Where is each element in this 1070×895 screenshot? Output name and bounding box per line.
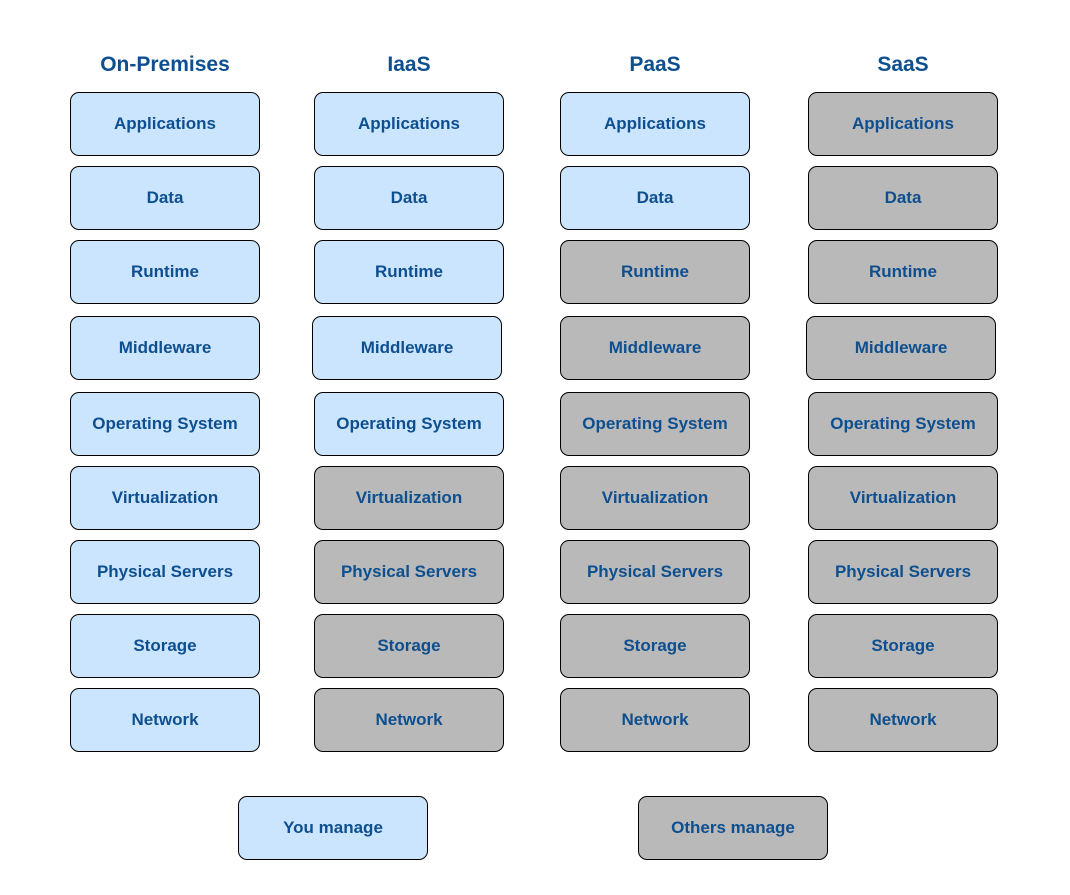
layer-box: Runtime — [70, 240, 260, 304]
layer-box: Data — [70, 166, 260, 230]
layer-box: Runtime — [560, 240, 750, 304]
column-title-on-premises: On-Premises — [100, 53, 230, 76]
layer-box: Network — [314, 688, 504, 752]
layer-box: Applications — [808, 92, 998, 156]
layer-box: Data — [314, 166, 504, 230]
layer-box: Applications — [560, 92, 750, 156]
layer-box: Middleware — [806, 316, 996, 380]
layer-box: Operating System — [808, 392, 998, 456]
column-title-saas: SaaS — [877, 53, 929, 76]
layer-box: Middleware — [560, 316, 750, 380]
layer-box: Virtualization — [560, 466, 750, 530]
layer-box: Physical Servers — [314, 540, 504, 604]
layer-box: Data — [808, 166, 998, 230]
layer-box: Storage — [70, 614, 260, 678]
layer-box: Storage — [314, 614, 504, 678]
layer-box: Operating System — [70, 392, 260, 456]
layer-box: Network — [560, 688, 750, 752]
layer-box: Operating System — [560, 392, 750, 456]
layer-box: Applications — [314, 92, 504, 156]
layer-box: Virtualization — [70, 466, 260, 530]
layer-box: Applications — [70, 92, 260, 156]
layer-box: Storage — [808, 614, 998, 678]
layer-box: Data — [560, 166, 750, 230]
layer-box: Physical Servers — [560, 540, 750, 604]
layer-box: Middleware — [312, 316, 502, 380]
legend-others-manage: Others manage — [638, 796, 828, 860]
legend-you-manage: You manage — [238, 796, 428, 860]
layer-box: Storage — [560, 614, 750, 678]
layer-box: Network — [808, 688, 998, 752]
layer-box: Physical Servers — [808, 540, 998, 604]
layer-box: Virtualization — [808, 466, 998, 530]
column-title-paas: PaaS — [629, 53, 681, 76]
layer-box: Physical Servers — [70, 540, 260, 604]
layer-box: Runtime — [314, 240, 504, 304]
layer-box: Runtime — [808, 240, 998, 304]
layer-box: Virtualization — [314, 466, 504, 530]
layer-box: Network — [70, 688, 260, 752]
column-title-iaas: IaaS — [387, 53, 431, 76]
layer-box: Operating System — [314, 392, 504, 456]
layer-box: Middleware — [70, 316, 260, 380]
